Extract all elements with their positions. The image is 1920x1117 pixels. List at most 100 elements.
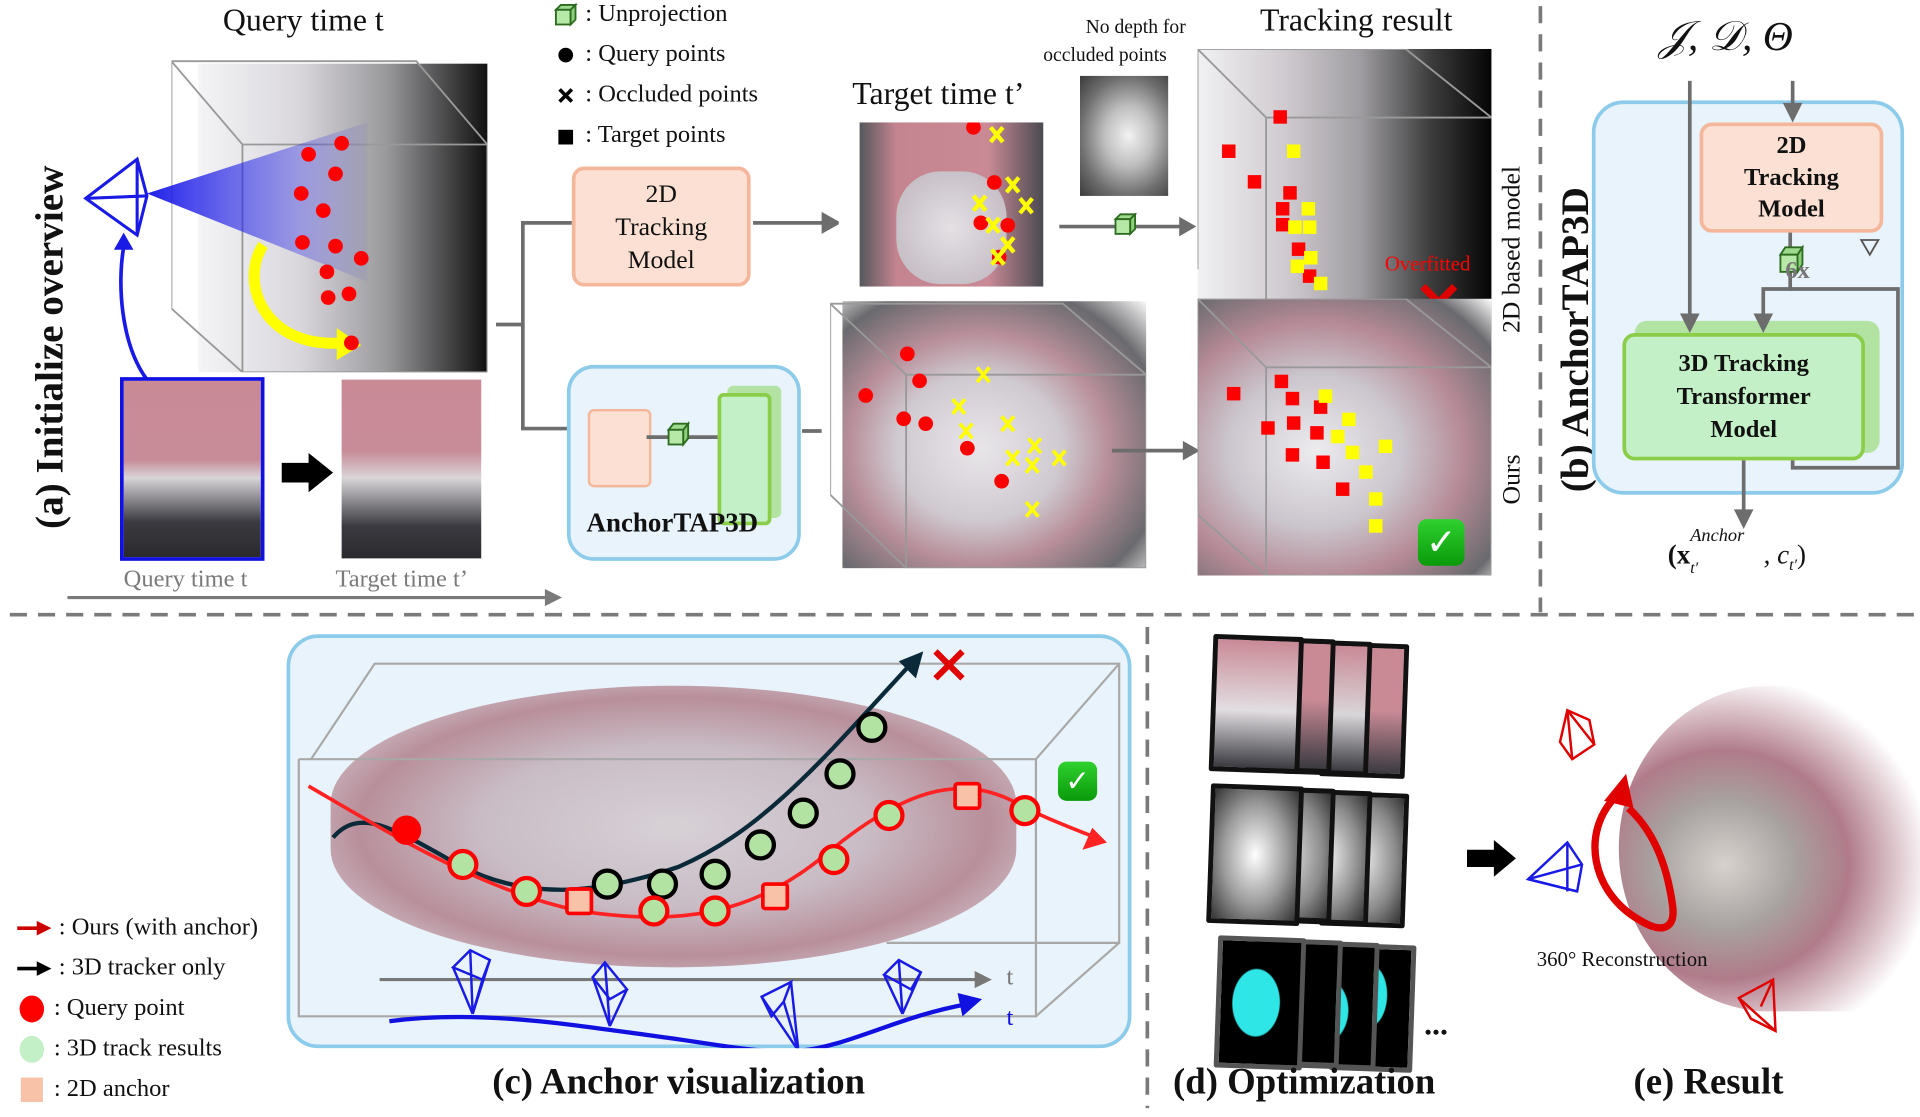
filter-icon (1859, 239, 1880, 257)
2d-result-points (1222, 110, 1328, 291)
query-points-overlay (293, 135, 369, 305)
legend-3d-tracker-only: : 3D tracker only (17, 954, 225, 982)
fail-x-icon (933, 649, 965, 681)
repeat-6x-label: 6x (1785, 257, 1810, 285)
ours-track-result (638, 895, 670, 927)
rgb-frame (1208, 633, 1304, 775)
query-point-dot (295, 235, 310, 250)
legend-query-points: : Query points (553, 40, 725, 68)
box-line: 2D (1776, 132, 1807, 160)
box-line: Transformer (1676, 382, 1811, 410)
anchor-sequence-image (330, 685, 1017, 968)
init-arrow-blue (113, 232, 149, 381)
ours-track-result (447, 848, 479, 881)
anchortap3d-mini-box: AnchorTAP3D (566, 364, 801, 561)
2d-tracking-model-box: 2D Tracking Model (571, 166, 751, 287)
query-point-dot (353, 251, 369, 266)
legend-label: : Ours (with anchor) (58, 913, 259, 941)
row-label-2d-based-model: 2D based model (1496, 165, 1526, 334)
panel-c-caption: (c) Anchor visualization (492, 1061, 866, 1103)
query-frame-thumbnail[interactable] (120, 377, 265, 561)
row-label-ours: Ours (1496, 454, 1526, 505)
query-point-dot (328, 238, 343, 254)
legend-2d-anchor: : 2D anchor (17, 1075, 169, 1103)
circle-icon (558, 47, 574, 62)
camera-frustum-cone (83, 122, 368, 282)
query-point-marker (391, 815, 422, 845)
tracker-only-result (856, 711, 888, 743)
panel-d-caption: (d) Optimization (1173, 1061, 1436, 1103)
legend-label: : Occluded points (585, 80, 759, 108)
rotation-arrow-yellow (248, 241, 362, 361)
optimization-frame-stacks (1206, 631, 1433, 1073)
arch-3d-tracking-transformer-box: 3D Tracking Transformer Model (1622, 333, 1865, 461)
red-dot-icon (19, 994, 45, 1022)
tracker-only-arrowhead (898, 651, 924, 679)
model-inputs: 𝒥, 𝒟, Θ (1659, 14, 1793, 61)
target-frame-thumbnail[interactable] (341, 379, 482, 559)
target-cube-image (842, 301, 1147, 569)
tracker-only-result (591, 868, 623, 900)
camera-icon (83, 156, 149, 238)
panel-a-side-label: (a) Initialize overview (26, 165, 72, 529)
no-depth-note-line1: No depth for (1085, 17, 1186, 38)
unprojection-arrow (1059, 213, 1197, 237)
output-superscript: Anchor (1690, 526, 1745, 547)
camera-red-icon (1558, 708, 1596, 761)
ours-track-result (1009, 795, 1041, 827)
box-line: Tracking (615, 211, 708, 241)
square-icon (558, 129, 574, 144)
legend-target-points: : Target points (553, 121, 726, 149)
legend-label: : 2D anchor (53, 1075, 170, 1103)
ours-track-result (699, 895, 731, 927)
cube-icon (1778, 244, 1805, 275)
ours-track-result (510, 875, 543, 908)
anchor-trajectory-plot (297, 649, 1121, 1049)
cube-wireframe (830, 302, 1147, 569)
axis-label-gray-t: t (1006, 963, 1014, 991)
depth-map-image (1080, 75, 1169, 196)
box-line: Tracking (1744, 164, 1839, 192)
panel-e-caption: (e) Result (1633, 1061, 1784, 1103)
2d-anchor-marker (953, 781, 982, 811)
view-cone (146, 122, 368, 282)
tracker-only-result (646, 868, 679, 900)
arrow-right-icon (281, 453, 334, 493)
legend-query-point: : Query point (17, 994, 184, 1022)
reconstruction-label: 360° Reconstruction (1536, 947, 1708, 972)
cube-wireframe (1197, 48, 1492, 334)
trajectory-camera-icon (882, 958, 923, 1015)
timeline-arrow (67, 588, 563, 607)
result-arrow (1111, 440, 1201, 461)
trajectory-camera-icon (591, 960, 629, 1027)
box-line: Model (1758, 195, 1825, 223)
legend-label: : Unprojection (585, 0, 728, 27)
more-frames-ellipsis: ... (1424, 1006, 1448, 1043)
output-subscript: t′ (1690, 558, 1699, 577)
legend-label: : Query point (53, 994, 185, 1022)
arch-2d-tracking-box: 2D Tracking Model (1699, 122, 1884, 233)
query-point-dot (293, 186, 309, 201)
mask-frame (1213, 935, 1307, 1071)
tracker-only-result (787, 797, 819, 829)
anchortap3d-target-cube (830, 296, 1147, 569)
anchor-points-overlay (858, 346, 1067, 518)
result-overlay (1525, 708, 1777, 1034)
2d-model-result-cube: Overfitted (1197, 48, 1492, 334)
target-points-overlay (966, 122, 1034, 266)
legend-label: : Query points (585, 40, 726, 68)
rotation-360-arrow (1591, 793, 1677, 932)
success-check-icon: ✓ (1057, 761, 1098, 801)
arrow-right-icon (1466, 840, 1516, 877)
confidence-subscript: t′ (1789, 555, 1798, 574)
2d-anchor-marker (761, 882, 790, 911)
output-close: ) (1797, 538, 1806, 570)
mini-connector (646, 421, 718, 448)
target-time-title: Target time t’ (852, 75, 1025, 112)
cube-wireframe (171, 60, 488, 373)
output-confidence: , c (1763, 538, 1790, 570)
query-time-title: Query time t (222, 2, 384, 38)
query-point-dot (334, 135, 349, 151)
